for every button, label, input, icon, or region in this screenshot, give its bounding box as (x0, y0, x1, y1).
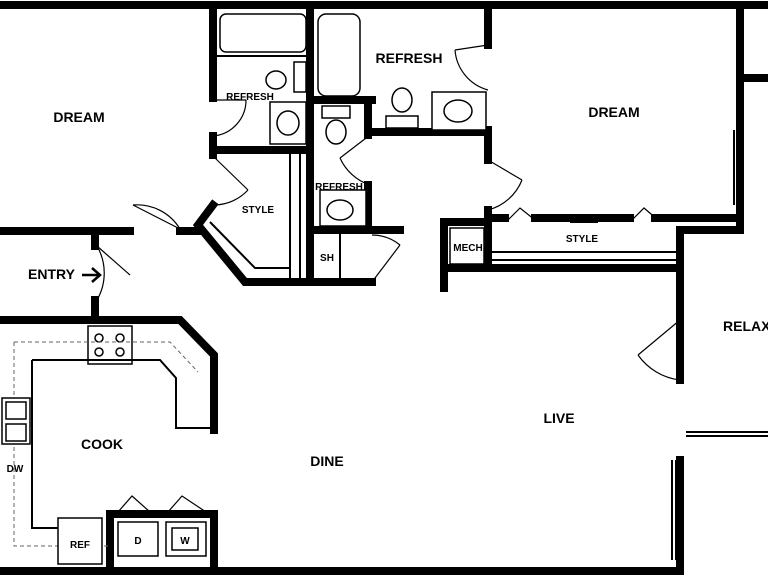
entry-arrow-icon (82, 267, 102, 283)
room-label-relax: RELAX (723, 318, 768, 334)
room-label-refresh-left: REFRESH (226, 92, 274, 103)
room-label-ref: REF (70, 540, 90, 551)
partition-lines (209, 55, 768, 560)
room-label-dw: DW (7, 464, 24, 475)
room-label-style-right: STYLE (566, 234, 599, 245)
room-label-dryer: D (134, 536, 141, 547)
room-label-dream-right: DREAM (588, 104, 639, 120)
fixtures (1, 13, 487, 565)
room-label-entry: ENTRY (28, 266, 76, 282)
room-label-dine: DINE (310, 453, 343, 469)
room-label-dream-left: DREAM (53, 109, 104, 125)
room-labels: DREAM DREAM REFRESH REFRESH REFRESH STYL… (7, 50, 768, 551)
room-label-mech: MECH (453, 243, 482, 254)
doors (96, 20, 741, 513)
room-label-sh: SH (320, 253, 334, 264)
room-label-refresh-top: REFRESH (376, 50, 443, 66)
room-label-refresh-mid: REFRESH (315, 182, 363, 193)
room-label-cook: COOK (81, 436, 123, 452)
interior-walls (0, 8, 744, 570)
room-label-style-left: STYLE (242, 205, 275, 216)
room-label-washer: W (180, 536, 190, 547)
room-label-live: LIVE (543, 410, 574, 426)
